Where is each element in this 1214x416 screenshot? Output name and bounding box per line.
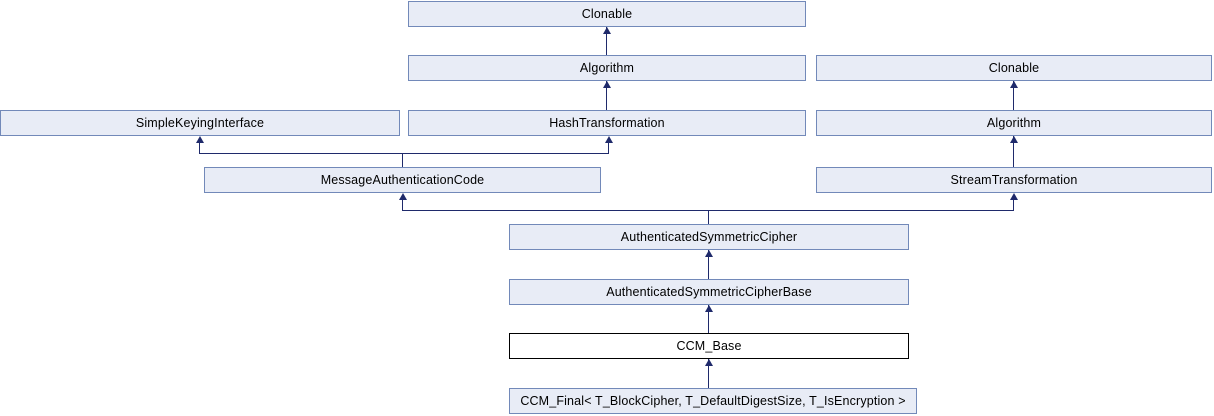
class-node-ccm-final[interactable]: CCM_Final< T_BlockCipher, T_DefaultDiges…	[509, 388, 917, 414]
arrowhead-ascbase-to-asc	[705, 250, 713, 257]
class-node-label: CCM_Base	[676, 338, 742, 353]
arrowhead-ccmbase-to-ascbase	[705, 305, 713, 312]
edge-mac-crossbar	[199, 153, 609, 154]
edge-streamtransformation-to-algorithm-right	[1013, 136, 1014, 167]
arrowhead-asc-to-streamtransformation	[1010, 193, 1018, 200]
class-node-algorithm[interactable]: Algorithm	[408, 55, 806, 81]
arrowhead-mac-to-simplekeying	[196, 136, 204, 143]
class-node-label: Clonable	[581, 6, 633, 21]
class-node-simplekeyinginterface[interactable]: SimpleKeyingInterface	[0, 110, 400, 136]
arrowhead-streamtransformation-to-algorithm-right	[1010, 136, 1018, 143]
class-node-label: AuthenticatedSymmetricCipher	[620, 229, 798, 244]
class-node-label: Clonable	[988, 60, 1040, 75]
edge-mac-to-simplekeying	[199, 143, 200, 154]
edge-asc-crossbar	[402, 210, 1014, 211]
arrowhead-algorithm-to-clonable	[603, 27, 611, 34]
class-node-label: Algorithm	[579, 60, 635, 75]
arrowhead-hashtransformation-to-algorithm	[603, 81, 611, 88]
edge-algorithm-right-to-clonable-right	[1013, 81, 1014, 110]
edge-ccmfinal-to-ccmbase	[708, 359, 709, 388]
class-node-label: StreamTransformation	[950, 172, 1078, 187]
edge-asc-to-mac	[402, 200, 403, 211]
class-node-streamtransformation[interactable]: StreamTransformation	[816, 167, 1212, 193]
class-node-clonable-right[interactable]: Clonable	[816, 55, 1212, 81]
class-node-label: Algorithm	[986, 115, 1042, 130]
arrowhead-ccmfinal-to-ccmbase	[705, 359, 713, 366]
class-node-messageauthenticationcode[interactable]: MessageAuthenticationCode	[204, 167, 601, 193]
edge-algorithm-to-clonable	[606, 27, 607, 55]
edge-ccmbase-to-ascbase	[708, 305, 709, 333]
arrowhead-asc-to-mac	[399, 193, 407, 200]
class-node-label: HashTransformation	[549, 115, 665, 130]
arrowhead-mac-to-hashtransformation	[605, 136, 613, 143]
edge-asc-to-streamtransformation	[1013, 200, 1014, 211]
class-node-label: CCM_Final< T_BlockCipher, T_DefaultDiges…	[520, 393, 906, 408]
edge-mac-to-hashtransformation	[608, 143, 609, 154]
edge-asc-stem	[708, 210, 709, 224]
arrowhead-algorithm-right-to-clonable-right	[1010, 81, 1018, 88]
edge-hashtransformation-to-algorithm	[606, 81, 607, 110]
class-node-authenticatedsymmetriccipher[interactable]: AuthenticatedSymmetricCipher	[509, 224, 909, 250]
class-node-label: MessageAuthenticationCode	[320, 172, 485, 187]
class-node-ccm-base[interactable]: CCM_Base	[509, 333, 909, 359]
class-node-clonable-top[interactable]: Clonable	[408, 1, 806, 27]
class-node-label: AuthenticatedSymmetricCipherBase	[606, 284, 812, 299]
class-node-algorithm-right[interactable]: Algorithm	[816, 110, 1212, 136]
class-node-label: SimpleKeyingInterface	[135, 115, 265, 130]
class-node-hashtransformation[interactable]: HashTransformation	[408, 110, 806, 136]
class-node-authenticatedsymmetriccipherbase[interactable]: AuthenticatedSymmetricCipherBase	[509, 279, 909, 305]
edge-mac-stem	[402, 153, 403, 167]
edge-ascbase-to-asc	[708, 250, 709, 279]
